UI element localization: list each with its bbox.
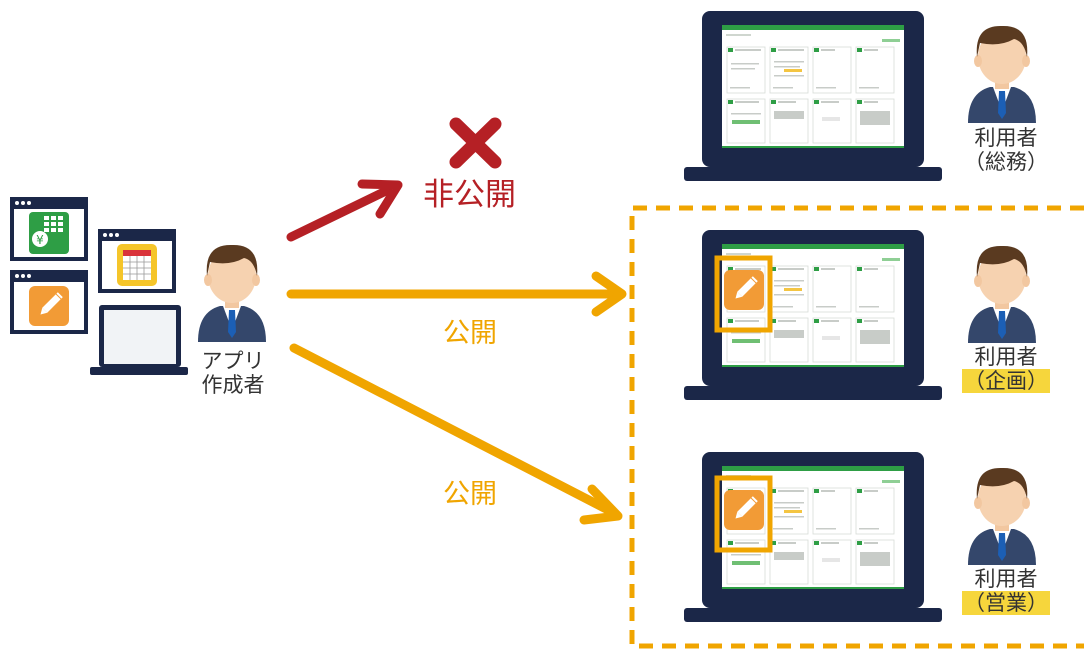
user-sales-line2: （営業）	[962, 591, 1050, 616]
cross-icon	[449, 117, 502, 169]
user-planning-line1: 利用者	[974, 345, 1038, 369]
user-sales-icon	[968, 467, 1036, 565]
pencil-app-window	[10, 270, 88, 334]
user-general-affairs-line2: （総務）	[964, 150, 1048, 175]
user-planning-label: 利用者 （企画）	[958, 345, 1054, 394]
svg-text:¥: ¥	[36, 233, 44, 247]
user-sales-label: 利用者 （営業）	[958, 567, 1054, 616]
user-general-affairs-line1: 利用者	[974, 126, 1038, 150]
public-arrow-1	[286, 271, 627, 317]
creator-label: アプリ 作成者	[198, 349, 268, 397]
user-general-affairs-icon	[968, 25, 1036, 123]
laptop-planning	[684, 230, 942, 400]
private-label: 非公開	[423, 177, 516, 213]
laptop-sales	[684, 452, 942, 622]
user-sales-line1: 利用者	[974, 567, 1038, 591]
user-planning-line2: （企画）	[962, 369, 1050, 394]
public-group-box	[629, 205, 1084, 649]
public-arrow-2	[289, 343, 623, 525]
private-arrow	[286, 179, 403, 242]
calendar-window	[98, 229, 176, 293]
spreadsheet-window: ¥	[10, 197, 88, 261]
public-label-2: 公開	[443, 479, 497, 510]
public-label-1: 公開	[443, 318, 497, 349]
laptop-general-affairs	[684, 11, 942, 181]
creator-label-line1: アプリ	[201, 349, 265, 373]
user-general-affairs-label: 利用者 （総務）	[958, 126, 1054, 174]
creator-person-icon	[198, 244, 266, 342]
user-planning-icon	[968, 245, 1036, 343]
creator-laptop-icon	[90, 305, 188, 375]
creator-label-line2: 作成者	[201, 373, 265, 398]
